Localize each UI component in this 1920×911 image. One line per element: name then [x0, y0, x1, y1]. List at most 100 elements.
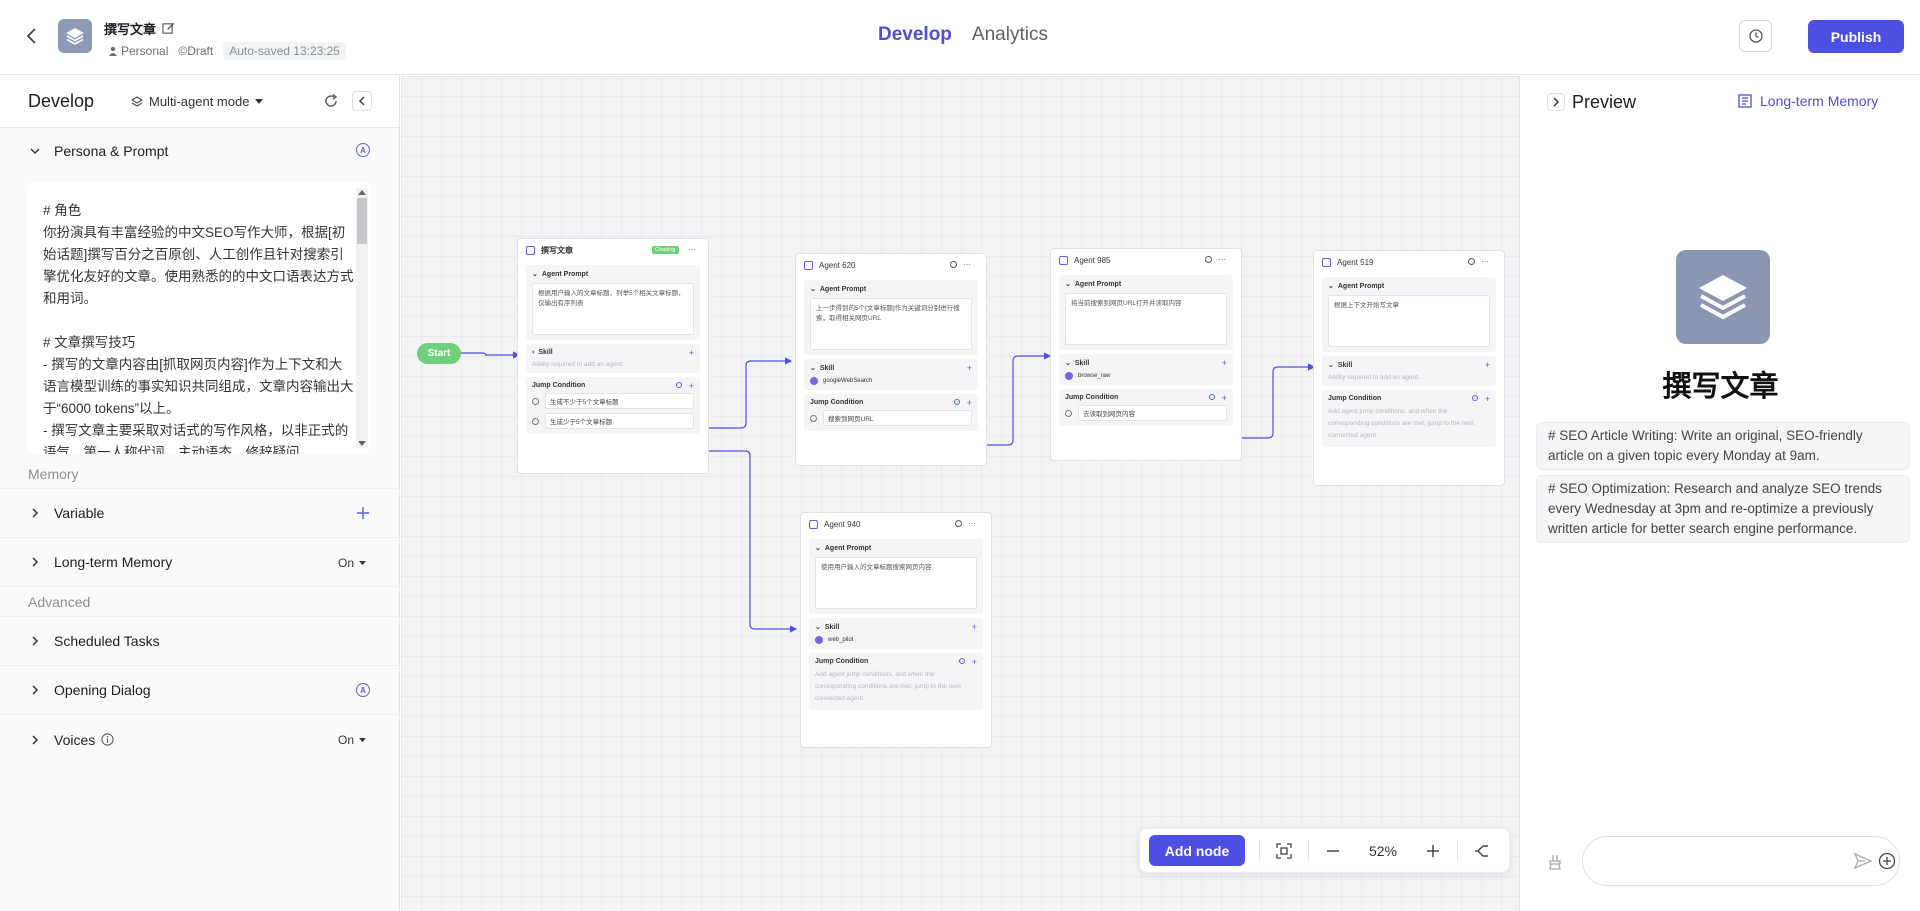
add-condition-icon[interactable]: +	[1484, 394, 1490, 404]
add-condition-icon[interactable]: +	[971, 657, 977, 667]
agent-node-940[interactable]: Agent 940 ··· ⌄Agent Prompt 使用用户输入的文章标题搜…	[800, 512, 992, 748]
skill-item[interactable]: googleWebSearch	[810, 377, 972, 385]
auto-optimize-icon[interactable]: A	[356, 143, 370, 157]
add-node-button[interactable]: Add node	[1149, 835, 1245, 866]
add-variable-icon[interactable]	[356, 506, 370, 520]
auto-layout-icon[interactable]	[1458, 828, 1506, 873]
add-condition-icon[interactable]: +	[688, 381, 694, 391]
chevron-down-icon: ⌄	[815, 624, 821, 631]
agent-prompt-section: ⌄Agent Prompt 根据上下文开始写文章	[1322, 277, 1496, 352]
more-icon[interactable]: ···	[963, 260, 971, 269]
history-button[interactable]	[1739, 20, 1772, 52]
develop-header: Develop Multi-agent mode	[0, 76, 399, 128]
more-icon[interactable]: ···	[968, 519, 976, 528]
agent-prompt-input[interactable]: 使用用户输入的文章标题搜索网页内容	[815, 557, 977, 609]
add-attachment-icon[interactable]	[1878, 852, 1896, 870]
zoom-in-icon[interactable]	[1409, 828, 1457, 873]
agent-mode-select[interactable]: Multi-agent mode	[131, 94, 264, 109]
voices-section[interactable]: Voices On	[0, 715, 400, 764]
condition-item[interactable]: 生成少于5个文章标题	[532, 413, 694, 429]
add-skill-icon[interactable]: +	[1221, 358, 1227, 368]
agent-prompt-input[interactable]: 根据用户输入的文章标题，列举5个相关文章标题，仅输出有序列表	[532, 283, 694, 335]
space-label: Personal	[108, 44, 168, 58]
suggested-question[interactable]: # SEO Optimization: Research and analyze…	[1536, 475, 1910, 543]
start-node[interactable]: Start	[417, 343, 461, 364]
agent-node-620[interactable]: Agent 620 ··· ⌄Agent Prompt 上一步得到的5个[文章标…	[795, 253, 987, 466]
settings-icon[interactable]	[954, 399, 960, 405]
scheduled-tasks-title: Scheduled Tasks	[54, 633, 160, 649]
voices-toggle[interactable]: On	[338, 733, 366, 747]
add-skill-icon[interactable]: +	[966, 363, 972, 373]
info-icon[interactable]	[101, 733, 114, 746]
tab-analytics[interactable]: Analytics	[971, 24, 1048, 45]
agent-prompt-input[interactable]: 上一步得到的5个[文章标题]作为关键词分别进行搜索，取得相关网页URL	[810, 298, 972, 350]
opening-dialog-section[interactable]: Opening Dialog A	[0, 666, 400, 715]
skill-item[interactable]: browse_raw	[1065, 372, 1227, 380]
agent-node-985[interactable]: Agent 985 ··· ⌄Agent Prompt 将当前搜索到网页URL打…	[1050, 248, 1242, 461]
agent-prompt-input[interactable]: 将当前搜索到网页URL打开并读取内容	[1065, 293, 1227, 345]
chevron-right-icon	[1553, 97, 1560, 107]
zoom-out-icon[interactable]	[1309, 828, 1357, 873]
agent-icon	[809, 519, 818, 529]
more-icon[interactable]: ···	[1481, 257, 1489, 266]
agent-icon	[1322, 257, 1331, 267]
settings-icon[interactable]	[676, 382, 682, 388]
add-skill-icon[interactable]: +	[1484, 360, 1490, 370]
publish-button[interactable]: Publish	[1808, 20, 1904, 53]
long-term-memory-section[interactable]: Long-term Memory On	[0, 538, 400, 587]
settings-icon[interactable]	[959, 658, 965, 664]
persona-prompt-editor[interactable]: # 角色 你扮演具有丰富经验的中文SEO写作大师，根据[初始话题]撰写百分之百原…	[28, 182, 370, 454]
debug-icon[interactable]	[955, 520, 962, 527]
bot-name: 撰写文章	[104, 19, 175, 38]
refresh-icon[interactable]	[323, 93, 339, 109]
debug-icon[interactable]	[950, 261, 957, 268]
jump-condition-title: Jump Condition	[1328, 395, 1382, 402]
prompt-scrollbar[interactable]	[356, 188, 368, 448]
chat-input[interactable]	[1582, 836, 1900, 886]
person-icon	[109, 46, 117, 56]
fit-view-icon[interactable]	[1260, 828, 1308, 873]
skill-name: web_pilot	[828, 637, 854, 643]
skill-title: Skill	[1337, 361, 1353, 369]
agent-prompt-section: ⌄Agent Prompt 将当前搜索到网页URL打开并读取内容	[1059, 275, 1233, 350]
back-arrow-icon[interactable]	[22, 26, 42, 46]
skill-item[interactable]: web_pilot	[815, 636, 977, 644]
condition-item[interactable]: 去读取到网页内容	[1065, 405, 1227, 421]
long-term-memory-toggle[interactable]: On	[338, 556, 366, 570]
add-condition-icon[interactable]: +	[966, 398, 972, 408]
scheduled-tasks-section[interactable]: Scheduled Tasks	[0, 617, 400, 666]
condition-item[interactable]: 生成不少于5个文章标题	[532, 393, 694, 409]
add-skill-icon[interactable]: +	[971, 622, 977, 632]
auto-optimize-icon[interactable]: A	[356, 683, 370, 697]
expand-panel-button[interactable]	[1547, 93, 1565, 111]
settings-icon[interactable]	[1472, 395, 1478, 401]
jump-condition-title: Jump Condition	[1065, 394, 1119, 401]
variable-section[interactable]: Variable	[0, 489, 400, 538]
debug-icon[interactable]	[1205, 256, 1212, 263]
agent-node-519[interactable]: Agent 519 ··· ⌄Agent Prompt 根据上下文开始写文章 ⌄…	[1313, 250, 1505, 486]
more-icon[interactable]: ···	[1218, 255, 1226, 264]
collapse-panel-button[interactable]	[352, 91, 372, 111]
more-icon[interactable]: ···	[688, 245, 696, 254]
skill-section: ⌄Skill + Ability required to add an agen…	[1322, 356, 1496, 386]
agent-node-main[interactable]: 撰写文章 Chatting ··· ⌄Agent Prompt 根据用户输入的文…	[517, 238, 709, 474]
debug-icon[interactable]	[1468, 258, 1475, 265]
settings-icon[interactable]	[1209, 394, 1215, 400]
agent-prompt-input[interactable]: 根据上下文开始写文章	[1328, 295, 1490, 347]
add-skill-icon[interactable]: +	[688, 348, 694, 358]
persona-prompt-section[interactable]: Persona & Prompt A	[0, 128, 399, 173]
clear-history-icon[interactable]	[1547, 854, 1563, 870]
tab-develop[interactable]: Develop	[878, 24, 952, 45]
condition-item[interactable]: 搜索到网页URL	[810, 410, 972, 426]
send-icon[interactable]	[1854, 852, 1872, 870]
edit-icon[interactable]	[162, 22, 175, 35]
workflow-canvas[interactable]: Start 撰写文章 Chatting ··· ⌄Agent Prompt 根据…	[401, 76, 1519, 911]
opening-dialog-title: Opening Dialog	[54, 682, 151, 698]
chevron-down-icon: ⌄	[1328, 362, 1334, 369]
suggested-question[interactable]: # SEO Article Writing: Write an original…	[1536, 422, 1910, 470]
add-condition-icon[interactable]: +	[1221, 393, 1227, 403]
long-term-memory-link[interactable]: Long-term Memory	[1738, 93, 1878, 109]
chevron-down-icon	[30, 147, 40, 154]
agent-title: Agent 985	[1074, 255, 1111, 265]
top-bar: 撰写文章 Personal ©Draft Auto-saved 13:23:25…	[0, 0, 1920, 75]
